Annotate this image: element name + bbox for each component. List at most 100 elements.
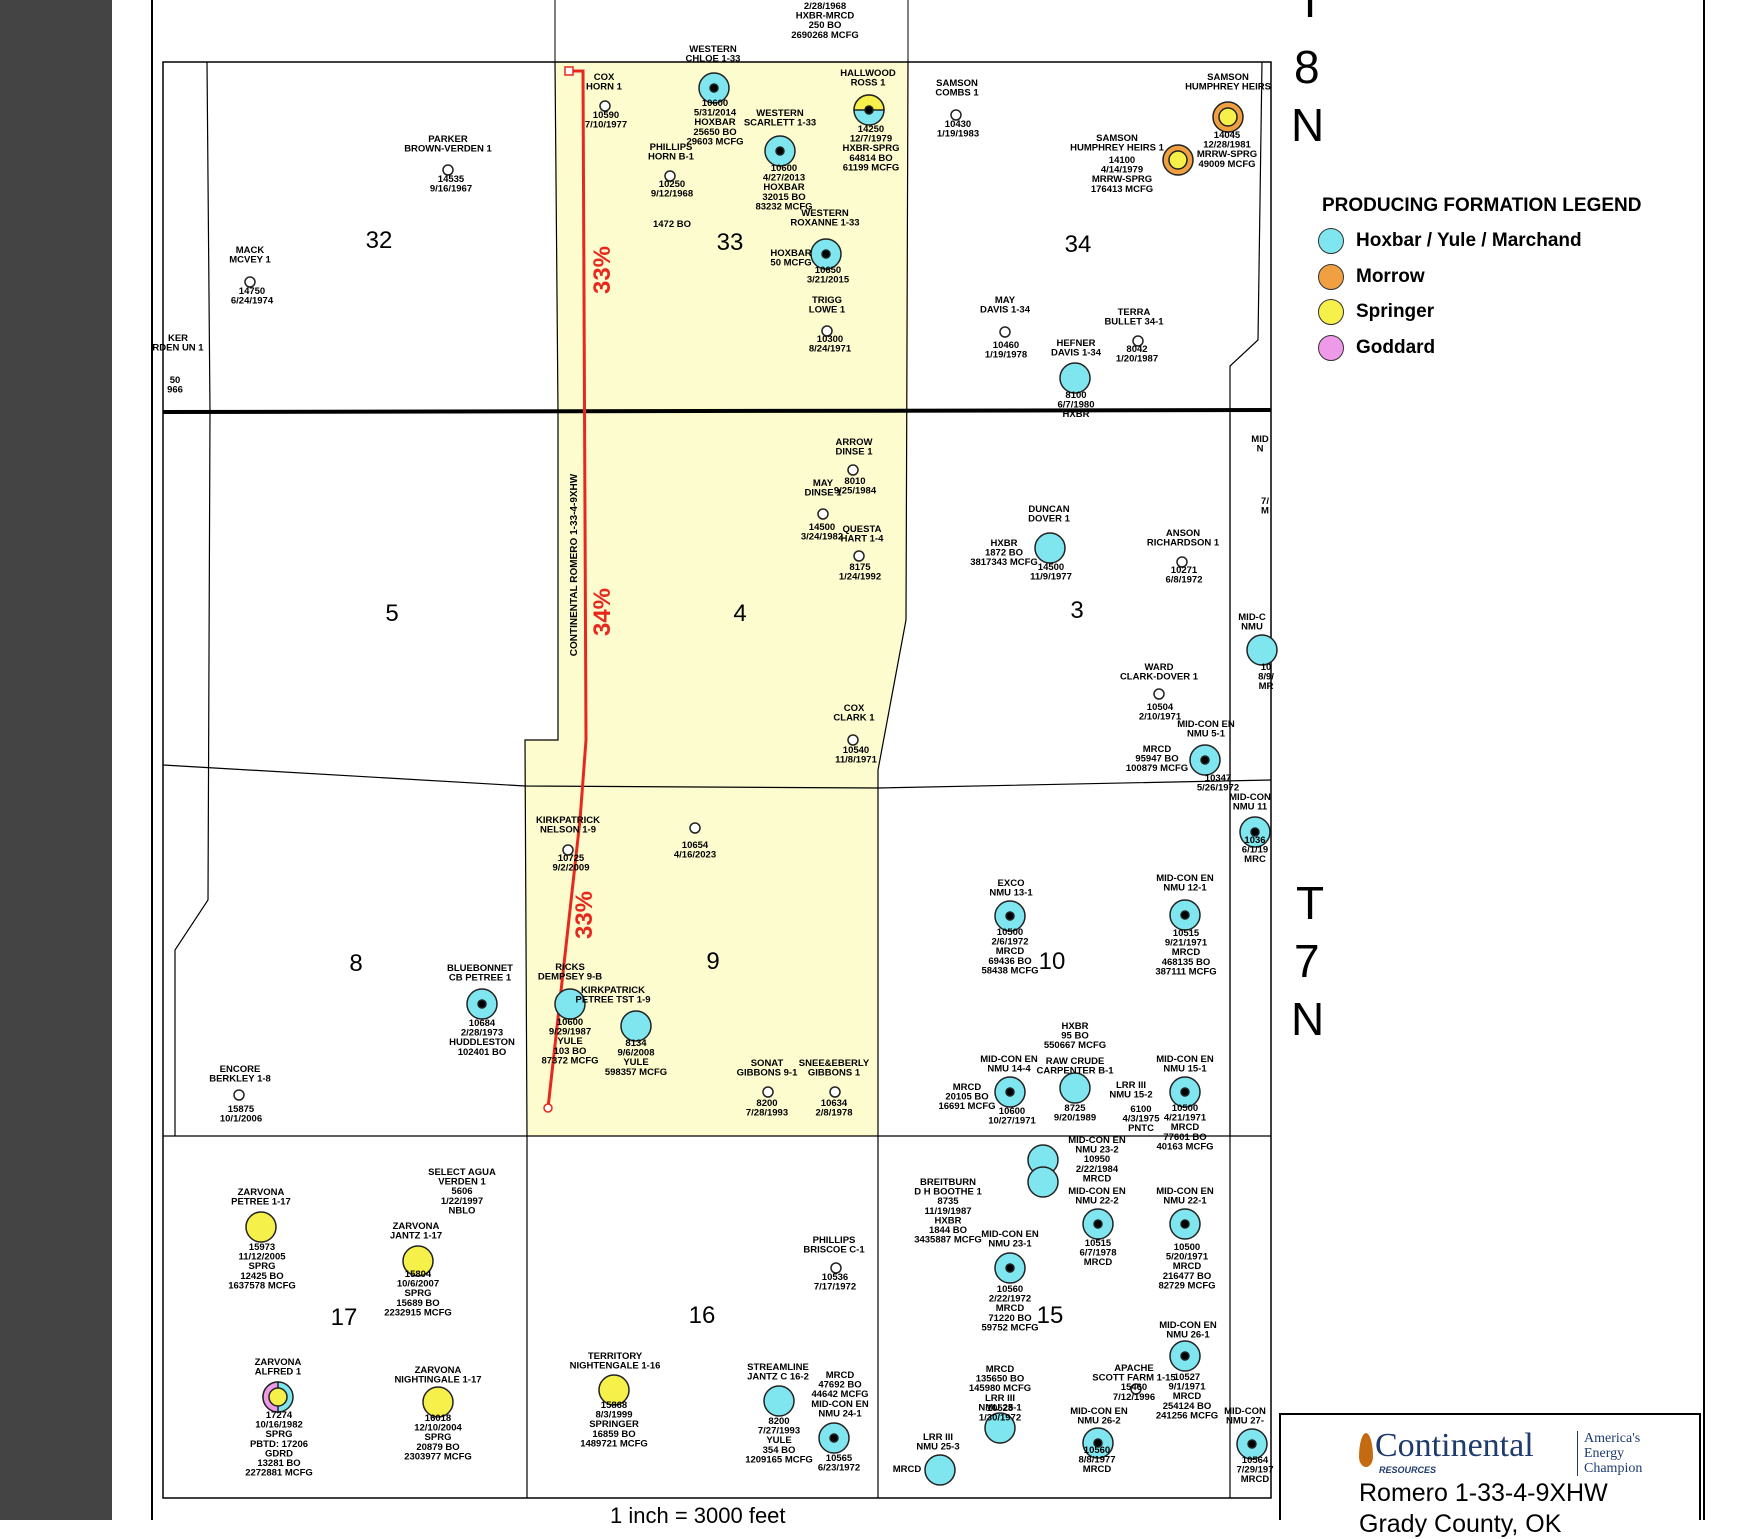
legend-label: Morrow (1356, 266, 1425, 287)
section-34: 34 (1065, 231, 1092, 258)
pct-label-top: 33% (589, 246, 616, 294)
well-producer (984, 1412, 1016, 1444)
legend-title: PRODUCING FORMATION LEGEND (1322, 195, 1642, 216)
legend-item-springer: Springer (1318, 297, 1434, 327)
company-name: Continental (1375, 1427, 1534, 1464)
section-numbers: 32 33 34 5 4 3 8 9 10 17 16 15 (331, 227, 1092, 1331)
company-logo: Continental RESOURCES America's Energy C… (1359, 1427, 1699, 1479)
legend-label: Hoxbar / Yule / Marchand (1356, 230, 1582, 251)
legend-label: Springer (1356, 301, 1435, 322)
section-4: 4 (733, 600, 746, 627)
well-name: Romero 1-33-4-9XHW (1359, 1479, 1608, 1507)
section-8: 8 (349, 950, 362, 977)
well-producer (1034, 532, 1066, 564)
legend-item-hoxbar: Hoxbar / Yule / Marchand (1318, 226, 1582, 256)
township-t7-7: 7 (1294, 935, 1320, 987)
well-producer (924, 1454, 956, 1486)
section-10: 10 (1039, 948, 1066, 975)
section-3: 3 (1070, 597, 1083, 624)
scale-text: 1 inch = 3000 feet (610, 1503, 786, 1528)
well-label: 7/M (1261, 496, 1269, 517)
well-producer (245, 1211, 277, 1243)
well-producer (402, 1245, 434, 1277)
well-producer (1059, 1072, 1091, 1104)
well-producer (1027, 1166, 1059, 1198)
company-sub: RESOURCES (1379, 1465, 1437, 1475)
well-label: 1472 BO (653, 219, 691, 230)
unit-highlight (524, 62, 908, 1136)
township-t7-t: T (1296, 877, 1325, 929)
legend-label: Goddard (1356, 337, 1436, 358)
well-producer (1246, 634, 1278, 666)
left-dark-margin (0, 0, 112, 1520)
well-producer (620, 1010, 652, 1042)
dry-hole-symbols (233, 100, 1188, 1395)
township-t7-n: N (1291, 993, 1325, 1045)
pct-label-mid: 34% (589, 588, 616, 636)
legend-swatch-icon (1318, 299, 1344, 325)
legend-item-morrow: Morrow (1318, 262, 1425, 292)
